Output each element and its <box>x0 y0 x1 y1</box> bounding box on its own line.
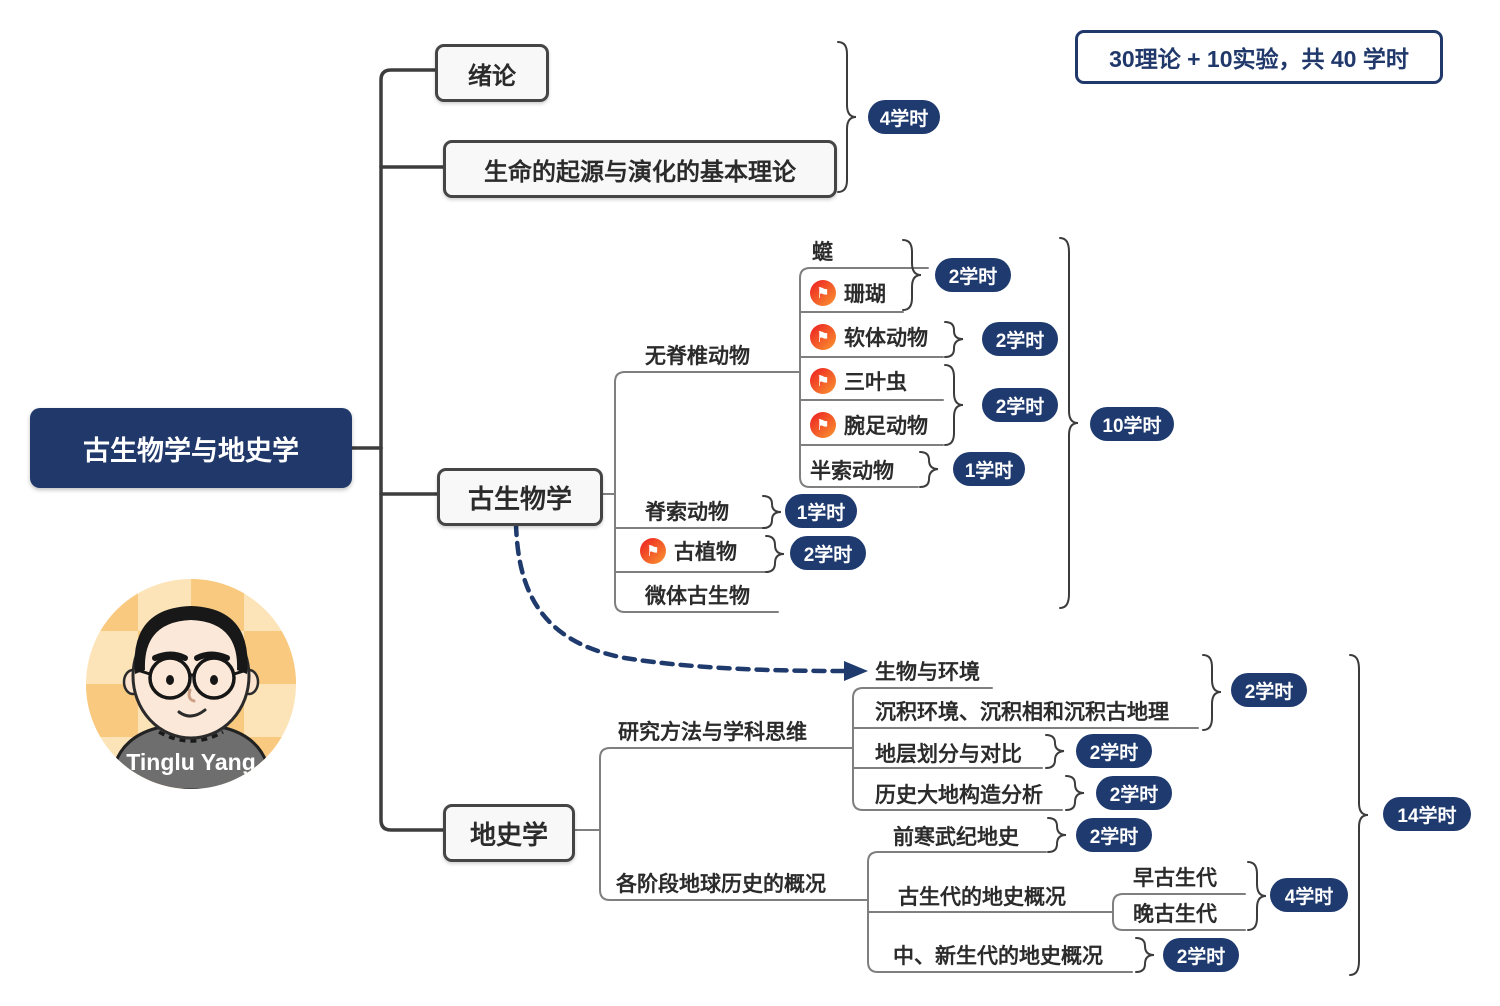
topic-research-methods[interactable]: 研究方法与学科思维 <box>618 716 807 746</box>
avatar-eyebrow-right <box>194 651 230 661</box>
topic-coral-label: 珊瑚 <box>844 283 886 306</box>
avatar-eye-left <box>166 675 174 685</box>
brace-meso-cenozoic <box>1135 937 1155 973</box>
brace-hemichordata <box>919 451 939 488</box>
topic-hemichordata[interactable]: 半索动物 <box>810 455 894 485</box>
topic-precambrian-label: 前寒武纪地史 <box>893 826 1019 849</box>
brace-chordata <box>762 495 782 529</box>
avatar-eyebrow-left <box>152 651 188 661</box>
topic-strata-division-label: 地层划分与对比 <box>875 743 1022 766</box>
flag-icon[interactable]: ⚑ <box>640 538 666 564</box>
brace-paleobotany <box>765 535 785 573</box>
topic-sedimentary-label: 沉积环境、沉积相和沉积古地理 <box>875 701 1169 724</box>
topic-bio-environment-label: 生物与环境 <box>875 661 980 684</box>
badge-paleozoic-hours[interactable]: 4学时 <box>1270 878 1348 912</box>
topic-tectonic-analysis[interactable]: 历史大地构造分析 <box>875 779 1043 809</box>
badge-intro-hours[interactable]: 4学时 <box>868 100 940 134</box>
brace-bio-sedimentary <box>1202 654 1222 731</box>
topic-research-methods-label: 研究方法与学科思维 <box>618 721 807 744</box>
topic-paleozoic[interactable]: 古生代的地史概况 <box>898 881 1066 911</box>
avatar-mouth <box>177 708 207 718</box>
arrowhead-icon <box>844 661 868 681</box>
topic-micropaleontology[interactable]: 微体古生物 <box>645 580 750 610</box>
topic-mollusca[interactable]: ⚑ 软体动物 <box>810 322 928 352</box>
topic-coral[interactable]: ⚑ 珊瑚 <box>810 278 886 308</box>
topic-meso-cenozoic-label: 中、新生代的地史概况 <box>893 945 1103 968</box>
main-branch-lines <box>350 68 445 832</box>
brace-strata <box>1045 734 1065 769</box>
topic-stages-overview-label: 各阶段地球历史的概况 <box>616 873 826 896</box>
topic-hemichordata-label: 半索动物 <box>810 460 894 483</box>
badge-mollusca-hours[interactable]: 2学时 <box>982 322 1058 356</box>
badge-chordata-hours[interactable]: 1学时 <box>785 494 857 528</box>
topic-fusulinid[interactable]: 䗴 <box>812 236 833 266</box>
topic-life-origin[interactable]: 生命的起源与演化的基本理论 <box>443 140 837 198</box>
brace-tectonic <box>1065 775 1085 811</box>
avatar-glasses-right <box>192 656 236 700</box>
avatar-hair <box>134 606 248 674</box>
topic-early-paleozoic[interactable]: 早古生代 <box>1133 862 1217 892</box>
topic-chordata-label: 脊索动物 <box>645 501 729 524</box>
topic-precambrian[interactable]: 前寒武纪地史 <box>893 821 1019 851</box>
author-avatar: Tinglu Yang <box>86 579 296 789</box>
topic-meso-cenozoic[interactable]: 中、新生代的地史概况 <box>893 940 1103 970</box>
badge-meso-cenozoic-hours[interactable]: 2学时 <box>1163 938 1239 972</box>
topic-micropaleontology-label: 微体古生物 <box>645 585 750 608</box>
badge-tectonic-hours[interactable]: 2学时 <box>1096 776 1172 810</box>
topic-paleontology[interactable]: 古生物学 <box>437 468 603 526</box>
topic-paleobotany[interactable]: ⚑ 古植物 <box>640 536 737 566</box>
badge-bio-sedimentary-hours[interactable]: 2学时 <box>1231 673 1307 707</box>
topic-late-paleozoic-label: 晚古生代 <box>1133 903 1217 926</box>
topic-brachiopod-label: 腕足动物 <box>844 415 928 438</box>
topic-brachiopod[interactable]: ⚑ 腕足动物 <box>810 410 928 440</box>
flag-icon[interactable]: ⚑ <box>810 368 836 394</box>
badge-paleontology-total-hours[interactable]: 10学时 <box>1090 407 1174 441</box>
topic-stages-overview[interactable]: 各阶段地球历史的概况 <box>616 868 826 898</box>
badge-hemichordata-hours[interactable]: 1学时 <box>953 452 1025 486</box>
topic-intro[interactable]: 绪论 <box>435 44 549 102</box>
badge-trilobite-brachiopod-hours[interactable]: 2学时 <box>982 388 1058 422</box>
brace-precambrian <box>1047 817 1067 853</box>
brace-mollusca <box>944 321 964 358</box>
author-name: Tinglu Yang <box>126 749 256 775</box>
brace-paleontology-total <box>1059 237 1079 609</box>
topic-trilobite[interactable]: ⚑ 三叶虫 <box>810 366 907 396</box>
topic-trilobite-label: 三叶虫 <box>844 371 907 394</box>
topic-early-paleozoic-label: 早古生代 <box>1133 867 1217 890</box>
topic-strata-division[interactable]: 地层划分与对比 <box>875 738 1022 768</box>
badge-paleobotany-hours[interactable]: 2学时 <box>790 536 866 570</box>
topic-invertebrates-label: 无脊椎动物 <box>645 345 750 368</box>
avatar-glasses-bridge <box>188 673 196 678</box>
topic-sedimentary[interactable]: 沉积环境、沉积相和沉积古地理 <box>875 696 1169 726</box>
badge-precambrian-hours[interactable]: 2学时 <box>1076 818 1152 852</box>
brace-intro-group <box>837 41 857 193</box>
topic-chordata[interactable]: 脊索动物 <box>645 496 729 526</box>
badge-strata-hours[interactable]: 2学时 <box>1076 734 1152 768</box>
flag-icon[interactable]: ⚑ <box>810 412 836 438</box>
flag-icon[interactable]: ⚑ <box>810 324 836 350</box>
badge-historical-total-hours[interactable]: 14学时 <box>1383 797 1471 831</box>
topic-mollusca-label: 软体动物 <box>844 327 928 350</box>
avatar-nose <box>187 688 196 703</box>
topic-historical-geology[interactable]: 地史学 <box>443 804 575 862</box>
brace-historical-total <box>1349 654 1369 976</box>
topic-fusulinid-label: 䗴 <box>812 241 833 264</box>
topic-invertebrates[interactable]: 无脊椎动物 <box>645 340 750 370</box>
topic-paleobotany-label: 古植物 <box>674 541 737 564</box>
topic-tectonic-analysis-label: 历史大地构造分析 <box>875 784 1043 807</box>
brace-paleozoic <box>1247 861 1267 931</box>
topic-late-paleozoic[interactable]: 晚古生代 <box>1133 898 1217 928</box>
avatar-glasses-temples <box>136 668 248 676</box>
avatar-collar <box>158 730 224 743</box>
brace-trilobite-brachiopod <box>944 364 964 446</box>
avatar-eye-right <box>210 675 218 685</box>
avatar-glasses-left <box>148 656 192 700</box>
brace-fusulinid-coral <box>902 239 922 311</box>
course-hours-summary: 30理论 + 10实验，共 40 学时 <box>1075 30 1443 84</box>
badge-fusulinid-coral-hours[interactable]: 2学时 <box>935 258 1011 292</box>
topic-paleozoic-label: 古生代的地史概况 <box>898 886 1066 909</box>
flag-icon[interactable]: ⚑ <box>810 280 836 306</box>
topic-bio-environment[interactable]: 生物与环境 <box>875 656 980 686</box>
root-topic[interactable]: 古生物学与地史学 <box>30 408 352 488</box>
